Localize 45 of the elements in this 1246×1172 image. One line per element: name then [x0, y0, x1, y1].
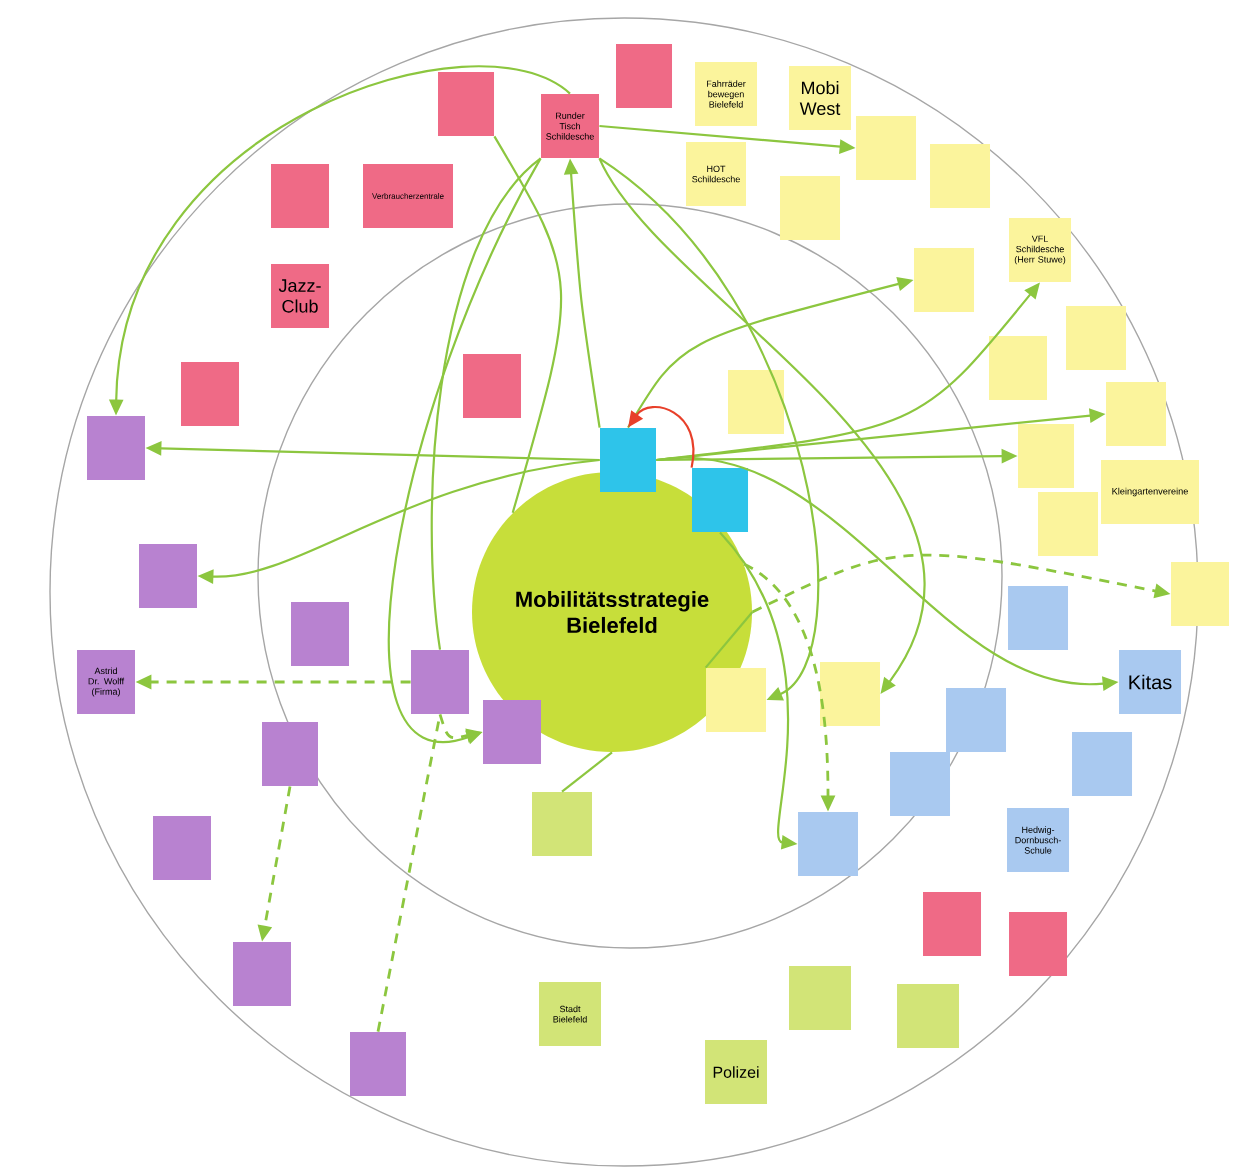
sticky-note: [233, 942, 291, 1006]
sticky-note: [600, 428, 656, 492]
sticky-note: Polizei: [705, 1040, 767, 1104]
sticky-note: [262, 722, 318, 786]
sticky-note: Kitas: [1119, 650, 1181, 714]
sticky-note: [411, 650, 469, 714]
sticky-note: [728, 370, 784, 434]
arrow: [598, 157, 819, 701]
sticky-note: [890, 752, 950, 816]
sticky-note: [1066, 306, 1126, 370]
arrow: [628, 406, 695, 468]
sticky-note: [798, 812, 858, 876]
sticky-note: [1008, 586, 1068, 650]
sticky-note: [153, 816, 211, 880]
sticky-note: [1038, 492, 1098, 556]
sticky-note: [780, 176, 840, 240]
sticky-note: [706, 668, 766, 732]
sticky-note: [789, 966, 851, 1030]
sticky-note: [1106, 382, 1166, 446]
sticky-note: Jazz-Club: [271, 264, 329, 328]
sticky-note: [946, 688, 1006, 752]
sticky-note: [139, 544, 197, 608]
sticky-note: [914, 248, 974, 312]
sticky-note: [930, 144, 990, 208]
sticky-note: [271, 164, 329, 228]
sticky-note: [181, 362, 239, 426]
sticky-note: [820, 662, 880, 726]
sticky-note: [291, 602, 349, 666]
sticky-note: [483, 700, 541, 764]
sticky-note: [923, 892, 981, 956]
sticky-note: [87, 416, 145, 480]
sticky-note: [989, 336, 1047, 400]
sticky-note: [1009, 912, 1067, 976]
sticky-note: [1072, 732, 1132, 796]
sticky-note: [438, 72, 494, 136]
sticky-note: [856, 116, 916, 180]
sticky-note: [532, 792, 592, 856]
sticky-note: [1171, 562, 1229, 626]
sticky-note: [350, 1032, 406, 1096]
sticky-note: [616, 44, 672, 108]
sticky-note: Mobi West: [789, 66, 851, 130]
sticky-note: [692, 468, 748, 532]
sticky-note: [1018, 424, 1074, 488]
sticky-note: [463, 354, 521, 418]
sticky-note: [897, 984, 959, 1048]
